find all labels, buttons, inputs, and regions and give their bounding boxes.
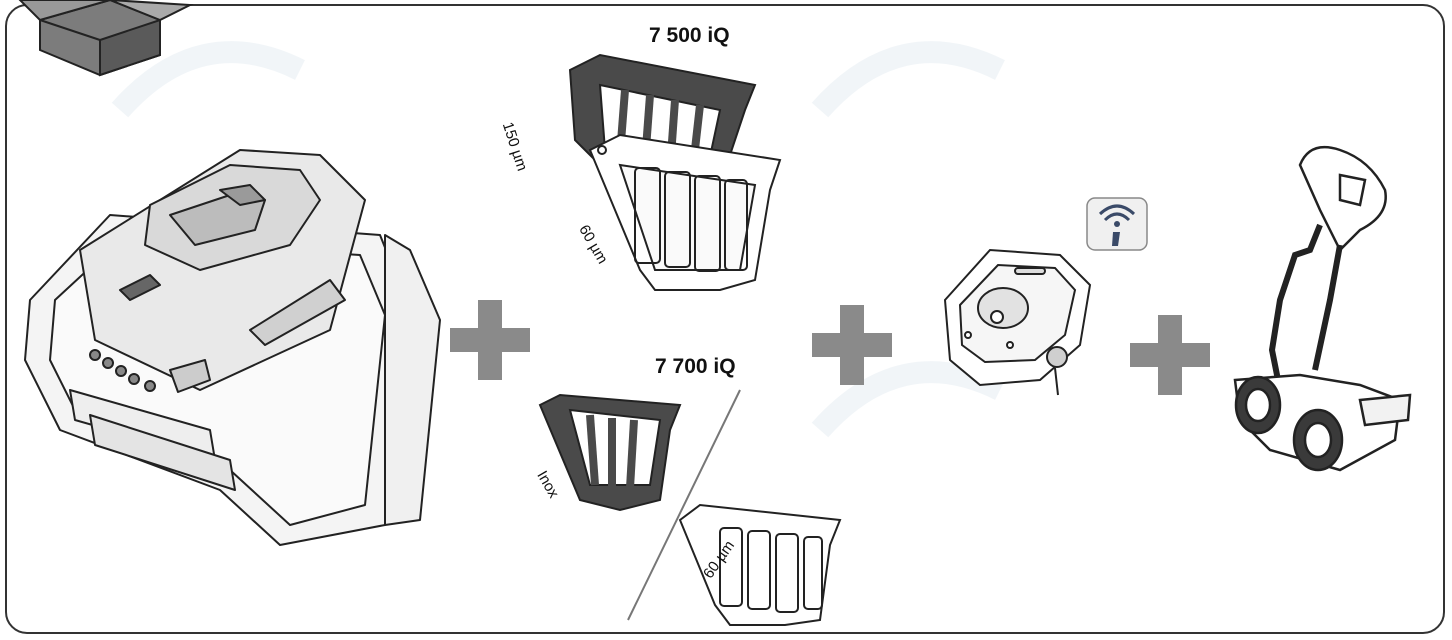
robot-cleaner-illustration: [25, 150, 440, 545]
model-7500-label: 7 500 iQ: [649, 24, 730, 48]
power-supply-illustration: [945, 250, 1090, 395]
caddy-cart-illustration: [1235, 147, 1410, 470]
filter-7500-fine: [590, 135, 780, 290]
model-7700-label: 7 700 iQ: [655, 355, 736, 379]
plus-icon: [1130, 315, 1210, 395]
plus-icon: [450, 300, 530, 380]
info-wifi-icon: [1087, 198, 1147, 250]
